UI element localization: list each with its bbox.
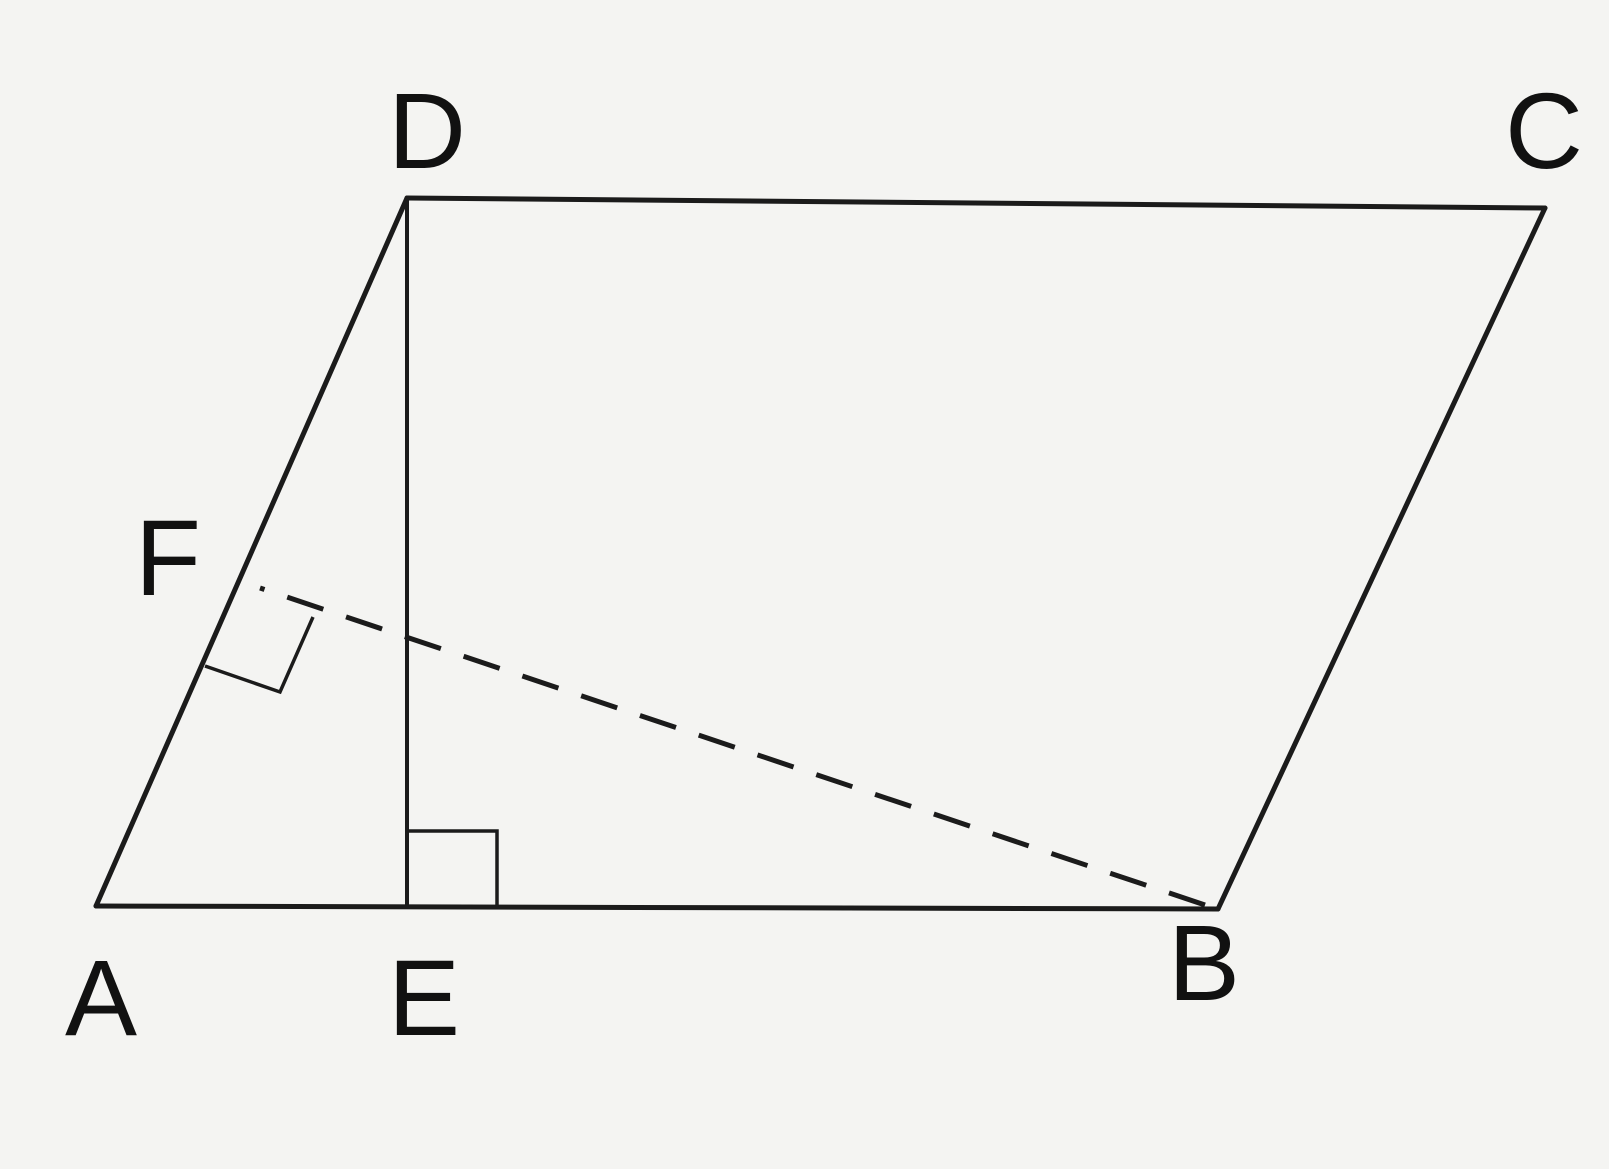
- right-angle-mark-e: [407, 829, 499, 907]
- vertex-label-b: B: [1168, 902, 1240, 1023]
- side-da: [93, 195, 410, 909]
- side-bc: [1215, 205, 1548, 912]
- vertex-label-a: A: [65, 937, 137, 1058]
- vertex-label-e: E: [388, 937, 460, 1058]
- vertex-label-d: D: [388, 70, 466, 191]
- vertex-label-f: F: [135, 497, 201, 618]
- vertex-label-c: C: [1505, 70, 1583, 191]
- perpendicular-bf: [259, 585, 1206, 908]
- right-angle-mark-f: [204, 616, 315, 695]
- side-ab: [93, 903, 1221, 912]
- side-cd: [404, 195, 1548, 211]
